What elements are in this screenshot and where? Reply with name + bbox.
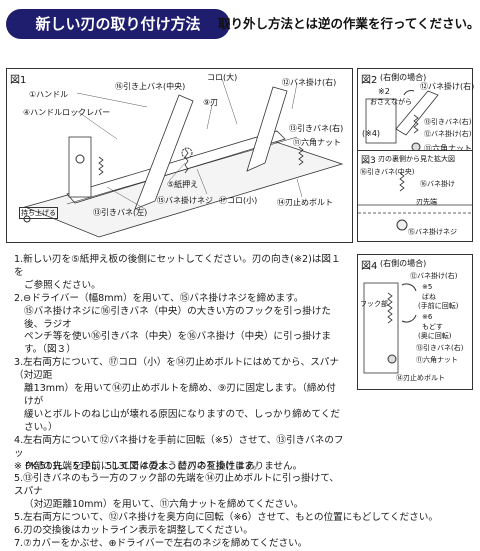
label-ref5: ※5: [422, 283, 433, 291]
label-spring-hook-right-4: ⑫バネ掛け(右): [410, 272, 458, 280]
label-pull-spring-right-3: ⑬引きバネ(右): [416, 344, 464, 352]
figure-2-side: (右側の場合): [380, 73, 427, 82]
instruction-line: ⑮バネ掛けネジに⑯引きバネ（中央）の大きい方のフックを引っ掛けた後、ラジオ: [24, 305, 331, 330]
instruction-line: 緩いとボルトのねじ山が壊れる原因になりますので、しっかり締めてください。）: [24, 408, 340, 433]
figure-1-title: 図1: [10, 75, 27, 86]
figure-1-drawing: [23, 78, 344, 238]
instruction-line: 離13mm）を用いて⑭刃止めボルトを締め、⑨刃に固定します。（締め付けが: [24, 383, 336, 407]
label-pull-spring-center: ⑯引きバネ(中央): [360, 168, 415, 176]
label-ref2: ※2: [378, 87, 390, 96]
instruction-list: 1.新しい刃を⑤紙押え板の後側にセットしてください。刃の向き(※2)は図１を ご…: [14, 254, 438, 551]
figure-3-drawing: [358, 172, 472, 231]
header-bar: 新しい刃の取り付け方法: [6, 5, 230, 43]
instruction-line: 2.⊖ドライバー（幅8mm）を用いて、⑮バネ掛けネジを締めます。: [14, 292, 304, 304]
figure-4-side: (右側の場合): [380, 259, 427, 268]
instruction-line: （対辺距離10mm）を用いて、⑪六角ナットを締めてください。: [24, 499, 304, 511]
label-blade-bolt: ⑭刃止めボルト: [277, 198, 333, 207]
instruction-line: 5.左右両方について、⑫バネ掛けを奥方向に回転（※6）させて、もとの位置にもどし…: [14, 512, 438, 524]
label-spring-hook-center: ⑯引き上バネ(中央): [115, 82, 186, 91]
label-spring: ばね: [422, 293, 436, 301]
label-hold-down: おさえながら: [370, 98, 412, 106]
label-handle-lock-lever: ④ハンドルロックレバー: [23, 108, 111, 117]
instruction-line: ご参照ください。: [24, 279, 101, 291]
label-spring-hook-right-2: ⑫バネ掛け(右): [420, 82, 475, 91]
instruction-line: 6.刃の交換後はカットライン表示を調整してください。: [14, 525, 253, 537]
label-lift-up: 持ち上げる: [19, 207, 58, 219]
label-blade-edge: 刃先端: [416, 198, 437, 206]
label-spring-hook-center-2: ⑯バネ掛け: [420, 180, 455, 188]
label-roller-large: コロ(大): [207, 73, 238, 82]
label-back-rotate: (奥に回転): [418, 332, 452, 340]
instruction-line: 3.左右両方について、⑰コロ（小）を⑭刃止めボルトにはめてから、スパナ（対辺距: [14, 357, 339, 382]
label-back: もどす: [422, 323, 443, 331]
label-ref4: (※4): [362, 129, 381, 138]
figure-2-drawing: [365, 90, 439, 152]
label-blade-bolt-2: ⑭刃止めボルト: [396, 374, 445, 382]
figure-3-caption: 刃の裏側から見た拡大図: [378, 155, 455, 163]
instruction-line: ク部の先端を手前にして図４のようにバネを掛けます。: [24, 460, 263, 472]
label-blade: ⑨刃: [203, 98, 219, 107]
figure-4: 図4 (右側の場合) ⑫バネ掛け(右) ※5 ばね (手前に回転) フック部 ※…: [357, 254, 473, 390]
page-title: 新しい刃の取り付け方法: [6, 9, 230, 39]
label-hex-nut-2: ⑪六角ナット: [424, 144, 472, 153]
figure-1: 図1 ⑯引き上バネ(中央) ①ハンドル ④ハンドルロックレバー コロ(大) ⑨刃…: [6, 68, 353, 243]
page-subtitle: 取り外し方法とは逆の作業を行ってください。: [218, 16, 480, 31]
label-roller-small: ⑰コロ(小): [219, 196, 258, 205]
label-spring-screw-2: ⑮バネ掛けネジ: [408, 228, 457, 236]
compatibility-note: ※ PK-511L、512L、513Lでは受木、替刃の互換性はありません。: [14, 461, 303, 472]
instruction-line: ペンチ等を使い⑯引きバネ（中央）を⑯バネ掛け（中央）に引っ掛けます。（図３）: [24, 331, 331, 356]
label-spring-screw: ⑮バネ掛けネジ: [157, 196, 213, 205]
label-handle: ①ハンドル: [29, 90, 69, 99]
label-spring-hook-right-3: ⑫バネ掛け(右): [424, 130, 472, 138]
instruction-line: 4.左右両方について⑫バネ掛けを手前に回転（※5）させて、⑬引きバネのフッ: [14, 434, 344, 459]
label-forward-rotate: (手前に回転): [418, 302, 459, 310]
label-hook-part: フック部: [360, 300, 388, 308]
instruction-line: 5.⑬引きバネのもう一方のフック部の先端を⑭刃止めボルトに引っ掛けて、スパナ: [14, 473, 339, 498]
figure-3-title: 図3: [361, 156, 376, 166]
figure-4-title: 図4: [361, 261, 378, 272]
label-pull-spring-right: ⑬引きバネ(右): [289, 124, 344, 133]
label-paper-holder: ⑤紙押え: [167, 180, 199, 189]
label-hex-nut-3: ⑪六角ナット: [416, 356, 458, 364]
label-pull-spring-right-2: ⑬引きバネ(右): [424, 118, 472, 126]
label-pull-spring-left: ⑬引きバネ(左): [93, 208, 148, 217]
label-ref6: ※6: [422, 313, 433, 321]
figure-3: 図3 刃の裏側から見た拡大図 ⑯引きバネ(中央) ⑯バネ掛け 刃先端 ⑮バネ掛け…: [357, 150, 473, 242]
label-spring-hook-right: ⑫バネ掛け(右): [282, 78, 337, 87]
label-hex-nut: ⑪六角ナット: [293, 138, 341, 147]
instruction-line: 1.新しい刃を⑤紙押え板の後側にセットしてください。刃の向き(※2)は図１を: [14, 254, 341, 278]
figure-4-drawing: [363, 282, 417, 374]
figure-2-title: 図2: [361, 75, 378, 86]
instruction-line: 7.⑦カバーをかぶせ、⊕ドライバーで左右のネジを締めてください。: [14, 537, 308, 549]
